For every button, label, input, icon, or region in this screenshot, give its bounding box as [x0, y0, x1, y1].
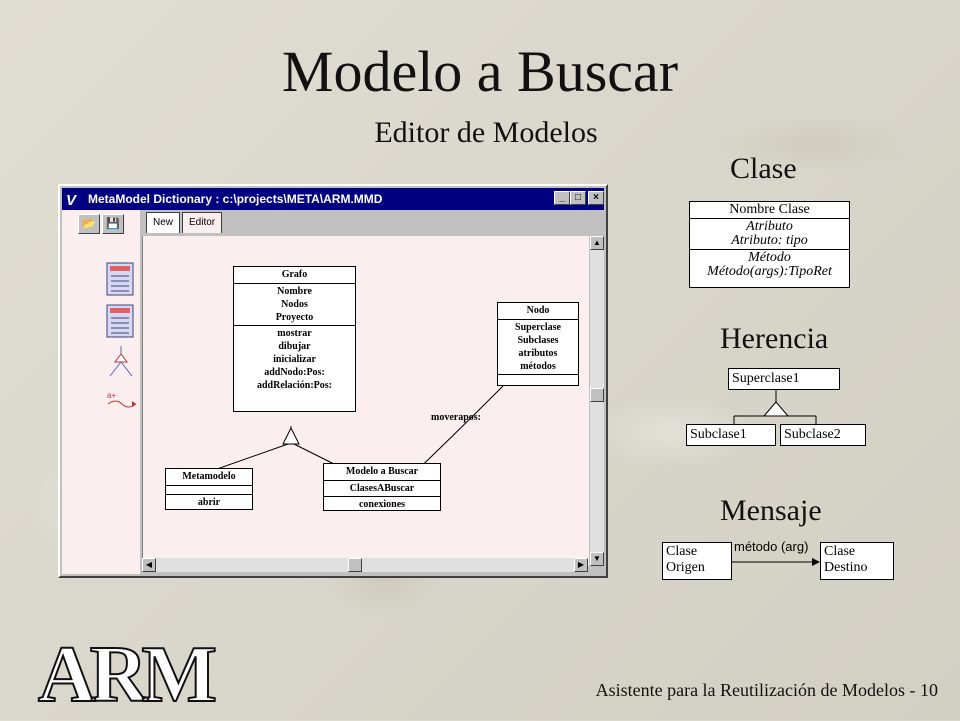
class-tool-icon[interactable]	[106, 262, 136, 298]
legend-attribute: Atributo: tipo	[731, 233, 808, 248]
minimize-button[interactable]: _	[554, 191, 570, 205]
class-name: Nodo	[526, 305, 550, 316]
open-folder-icon[interactable]: 📂	[78, 214, 100, 234]
window-title: MetaModel Dictionary : c:\projects\META\…	[88, 192, 383, 206]
attribute: Superclase	[515, 322, 561, 333]
class-tool-icon[interactable]	[106, 304, 136, 340]
legend-subclass-box: Subclase2	[780, 424, 866, 446]
scroll-right-icon[interactable]: ▶	[574, 558, 588, 572]
class-metamodelo[interactable]: Metamodelo abrir	[165, 468, 253, 510]
scroll-thumb[interactable]	[348, 558, 362, 572]
legend-mensaje-label: Mensaje	[720, 494, 822, 527]
method: abrir	[197, 497, 221, 508]
diagram-canvas[interactable]: Grafo Nombre Nodos Proyecto mostrar dibu…	[142, 236, 589, 566]
legend-class-box: Nombre Clase Atributo Atributo: tipo Mét…	[689, 201, 850, 288]
scroll-left-icon[interactable]: ◀	[142, 558, 156, 572]
slide-subtitle: Editor de Modelos	[374, 116, 598, 149]
close-button[interactable]: ×	[588, 191, 604, 205]
legend-destination-box: Clase Destino	[820, 542, 894, 580]
method: dibujar	[278, 341, 311, 352]
diagram-connectors	[182, 385, 504, 483]
arm-logo: ARM	[37, 630, 218, 720]
message-label: moverapos:	[431, 412, 481, 423]
svg-text:a+: a+	[107, 391, 116, 400]
slide-title: Modelo a Buscar	[281, 39, 679, 104]
method: conexiones	[358, 499, 406, 510]
legend-clase-label: Clase	[730, 152, 797, 185]
method: addRelación:Pos:	[257, 380, 332, 391]
destination-line: Clase	[824, 544, 856, 559]
tab-editor[interactable]: Editor	[182, 212, 223, 233]
message-arrow-icon	[732, 558, 820, 566]
method: addNodo:Pos:	[264, 367, 325, 378]
class-name: Grafo	[281, 269, 308, 280]
inheritance-tool-icon[interactable]	[106, 344, 136, 380]
class-name: Modelo a Buscar	[345, 466, 419, 477]
app-icon: V	[66, 192, 77, 209]
attribute: Proyecto	[275, 312, 314, 323]
legend-method: Método(args):TipoRet	[707, 264, 832, 279]
scroll-down-icon[interactable]: ▼	[590, 552, 604, 566]
scroll-thumb[interactable]	[590, 388, 604, 402]
footer-text: Asistente para la Reutilización de Model…	[595, 680, 938, 700]
scroll-up-icon[interactable]: ▲	[590, 236, 604, 250]
legend-class-name: Nombre Clase	[690, 202, 849, 219]
window-titlebar[interactable]: V MetaModel Dictionary : c:\projects\MET…	[62, 188, 604, 210]
legend-attribute: Atributo	[746, 219, 793, 234]
tab-new[interactable]: New	[146, 212, 181, 233]
legend-herencia-label: Herencia	[720, 322, 829, 355]
attribute: ClasesABuscar	[349, 483, 415, 494]
message-tool-icon[interactable]: a+	[104, 386, 138, 416]
method: inicializar	[273, 354, 316, 365]
origin-line: Clase	[666, 544, 698, 559]
class-grafo[interactable]: Grafo Nombre Nodos Proyecto mostrar dibu…	[233, 266, 356, 412]
origin-line: Origen	[666, 560, 705, 575]
attribute: Nombre	[277, 286, 312, 297]
save-icon[interactable]: 💾	[102, 214, 124, 234]
attribute: Nodos	[281, 299, 308, 310]
metamodel-window: V MetaModel Dictionary : c:\projects\MET…	[58, 184, 608, 578]
maximize-button[interactable]: □	[570, 191, 586, 205]
class-modelo-a-buscar[interactable]: Modelo a Buscar ClasesABuscar conexiones	[323, 463, 441, 511]
legend-origin-box: Clase Origen	[662, 542, 732, 580]
legend-superclass-box: Superclase1	[728, 368, 840, 390]
attribute: Subclases	[517, 335, 559, 346]
method: mostrar	[277, 328, 312, 339]
tool-palette: 📂 💾 a+	[62, 210, 140, 574]
horizontal-scrollbar[interactable]: ◀ ▶	[142, 558, 588, 572]
destination-line: Destino	[824, 560, 868, 575]
legend-message-text: método (arg)	[734, 539, 809, 554]
class-nodo[interactable]: Nodo Superclase Subclases atributos méto…	[497, 302, 579, 386]
legend-subclass-box: Subclase1	[686, 424, 776, 446]
attribute: métodos	[520, 361, 556, 372]
class-name: Metamodelo	[182, 471, 236, 482]
attribute: atributos	[518, 348, 558, 359]
legend-method: Método	[748, 250, 791, 265]
inheritance-connector	[733, 388, 817, 424]
vertical-scrollbar[interactable]: ▲ ▼	[590, 236, 604, 566]
